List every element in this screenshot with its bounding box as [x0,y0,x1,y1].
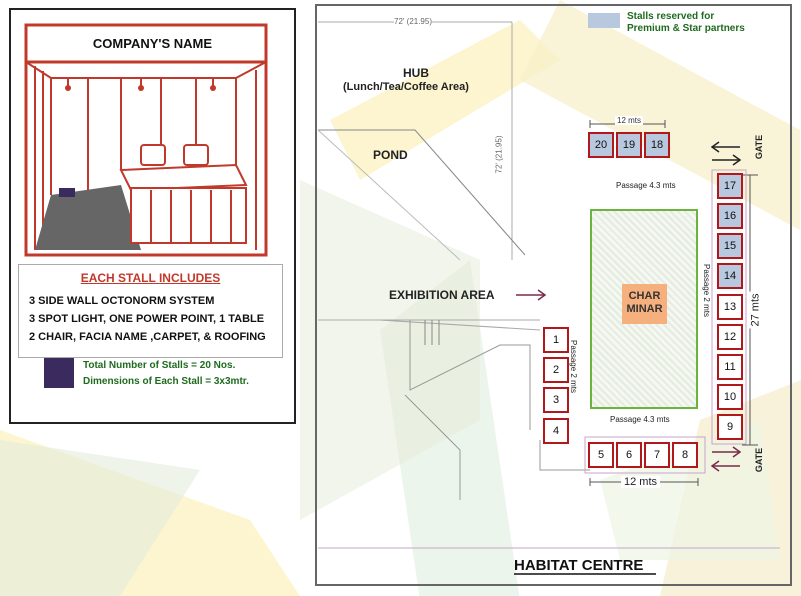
char-minar: CHAR MINAR [622,284,667,324]
stall-8: 8 [672,442,698,468]
stall-number: 10 [723,391,737,403]
stall-15: 15 [717,233,743,259]
includes-title: EACH STALL INCLUDES [80,271,221,285]
gate-bottom-label: GATE [754,447,765,473]
stall-number: 6 [625,449,633,461]
stall-number: 19 [622,139,636,151]
stall-7: 7 [644,442,670,468]
stall-number: 8 [681,449,689,461]
passage-bottom-label: Passage 4.3 mts [610,415,670,424]
total-stalls-text: Total Number of Stalls = 20 Nos. [83,360,236,371]
company-name-facia: COMPANY'S NAME [92,36,213,51]
stall-info-panel: COMPANY'S NAME EACH STALL INCLUDES 3 SID… [9,8,296,424]
dimension-vertical-label: 72' (21.95) [494,135,504,174]
floor-plan-panel [315,4,792,586]
right-length-label: 27 mts [749,291,762,329]
stall-16: 16 [717,203,743,229]
stall-number: 5 [597,449,605,461]
top-width-label: 12 mts [615,116,644,125]
stall-number: 13 [723,301,737,313]
passage-top-label: Passage 4.3 mts [616,181,676,190]
char-minar-label: CHAR [628,290,661,302]
stall-4: 4 [543,418,569,444]
exhibition-area-label: EXHIBITION AREA [389,288,495,302]
passage-left-label: Passage 2 mts [568,340,578,393]
pond-label: POND [373,148,408,162]
stall-number: 7 [653,449,661,461]
hub-label: (Lunch/Tea/Coffee Area) [343,81,469,93]
passage-right-label: Passage 2 mts [701,264,711,317]
stall-number: 17 [723,180,737,192]
venue-title: HABITAT CENTRE [514,557,644,574]
stall-20: 20 [588,132,614,158]
premium-legend-text: Premium & Star partners [627,23,745,34]
stall-6: 6 [616,442,642,468]
stall-number: 20 [594,139,608,151]
bottom-width-label: 12 mts [621,476,661,488]
includes-line: 2 CHAIR, FACIA NAME ,CARPET, & ROOFING [29,331,266,343]
premium-legend-swatch [588,13,620,28]
stall-2: 2 [543,357,569,383]
stall-10: 10 [717,384,743,410]
stall-12: 12 [717,324,743,350]
includes-line: 3 SPOT LIGHT, ONE POWER POINT, 1 TABLE [29,313,265,325]
stall-legend-swatch [44,358,74,388]
stall-5: 5 [588,442,614,468]
gate-top-label: GATE [754,134,765,160]
stall-9: 9 [717,414,743,440]
stall-1: 1 [543,327,569,353]
stall-11: 11 [717,354,743,380]
char-minar-label: MINAR [626,303,663,315]
dimension-top-label: 72' (21.95) [394,17,432,26]
stall-number: 3 [552,394,560,406]
stall-13: 13 [717,294,743,320]
stall-number: 4 [552,425,560,437]
stall-number: 14 [723,270,737,282]
includes-line: 3 SIDE WALL OCTONORM SYSTEM [29,295,215,307]
stall-19: 19 [616,132,642,158]
stall-14: 14 [717,263,743,289]
stall-number: 2 [552,364,560,376]
stall-includes-box: EACH STALL INCLUDES 3 SIDE WALL OCTONORM… [18,264,283,358]
stall-illustration [24,23,268,257]
stall-number: 1 [552,334,560,346]
stall-number: 12 [723,331,737,343]
stall-dimensions-text: Dimensions of Each Stall = 3x3mtr. [83,376,249,387]
stall-number: 11 [724,361,736,373]
stall-number: 15 [723,240,737,252]
stall-number: 18 [650,139,664,151]
hub-label: HUB [403,66,429,80]
stall-18: 18 [644,132,670,158]
stall-number: 16 [723,210,737,222]
stall-number: 9 [726,421,734,433]
stall-17: 17 [717,173,743,199]
premium-legend-text: Stalls reserved for [627,11,715,22]
stall-3: 3 [543,387,569,413]
